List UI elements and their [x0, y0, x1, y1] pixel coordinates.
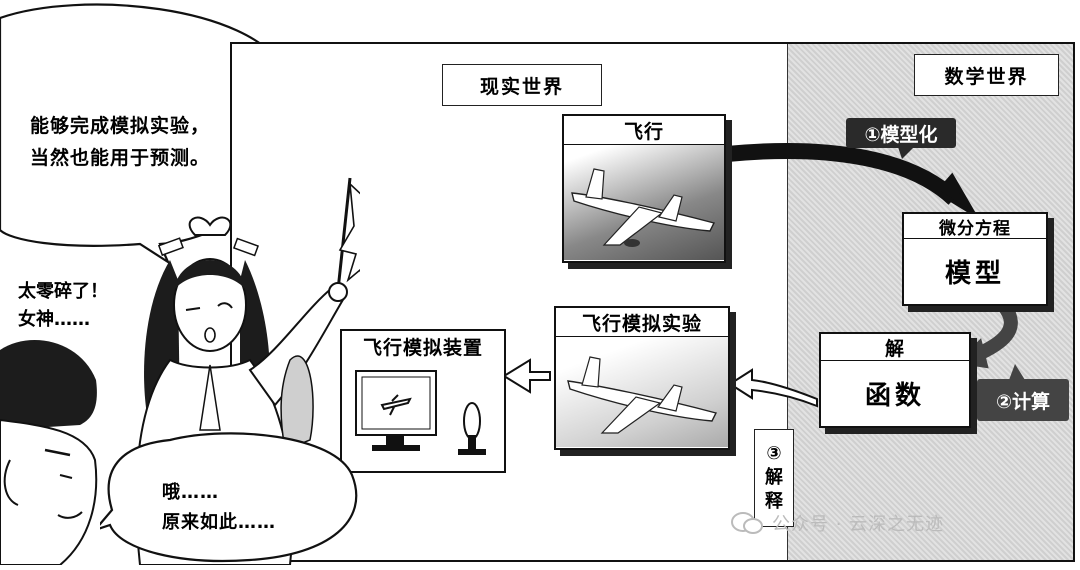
- step-interpretation-char: 释: [765, 491, 783, 512]
- tag-pointer: [898, 147, 914, 159]
- flow-arrows: [502, 143, 1018, 408]
- flight-card: 飞行: [562, 114, 726, 263]
- airplane-icon: [571, 168, 716, 247]
- boy-aside-text: 太零碎了！ 女神……: [18, 281, 108, 330]
- solution-card-title: 解: [821, 334, 969, 361]
- step-interpretation-num: ③: [766, 443, 782, 464]
- airplane-photo: [556, 337, 728, 447]
- airplane-icon: [567, 356, 718, 434]
- airplane-photo: [564, 145, 724, 260]
- flight-card-title: 飞行: [564, 116, 724, 145]
- model-card-title: 微分方程: [904, 214, 1046, 239]
- step-interpretation-tag: ③ 解 释: [754, 429, 794, 527]
- watermark-text: 公众号 · 云深之无迹: [772, 514, 945, 535]
- goddess-speech-text: 能够完成模拟实验， 当然也能用于预测。: [30, 115, 211, 169]
- computer-icon: [355, 370, 486, 455]
- flight-experiment-card: 飞行模拟实验: [554, 306, 730, 450]
- wechat-icon: [731, 512, 763, 534]
- flight-experiment-title: 飞行模拟实验: [556, 308, 728, 337]
- flight-simulator-title: 飞行模拟装置: [362, 336, 483, 359]
- model-card-body: 模型: [944, 258, 1005, 289]
- diagram-panel: 现实世界 数学世界 飞行 飞行模拟实验 飞行模拟装置: [230, 42, 1075, 562]
- watermark: 公众号 · 云深之无迹: [730, 510, 944, 536]
- boy-reply-text: 哦…… 原来如此……: [162, 482, 276, 533]
- boy-speech-bubble: [100, 432, 358, 563]
- solution-card-body: 函数: [864, 380, 925, 411]
- step-calculation-tag: ②计算: [977, 379, 1069, 421]
- step-modeling-tag: ①模型化: [846, 118, 956, 148]
- real-world-label: 现实世界: [442, 64, 602, 106]
- math-world-label: 数学世界: [914, 54, 1059, 96]
- boy-illustration: [0, 340, 98, 565]
- model-card: 微分方程 模型: [902, 212, 1048, 306]
- solution-card: 解 函数: [819, 332, 971, 428]
- tag-pointer: [1009, 364, 1025, 380]
- flight-simulator-card: 飞行模拟装置: [340, 329, 506, 473]
- step-interpretation-char: 解: [765, 467, 783, 488]
